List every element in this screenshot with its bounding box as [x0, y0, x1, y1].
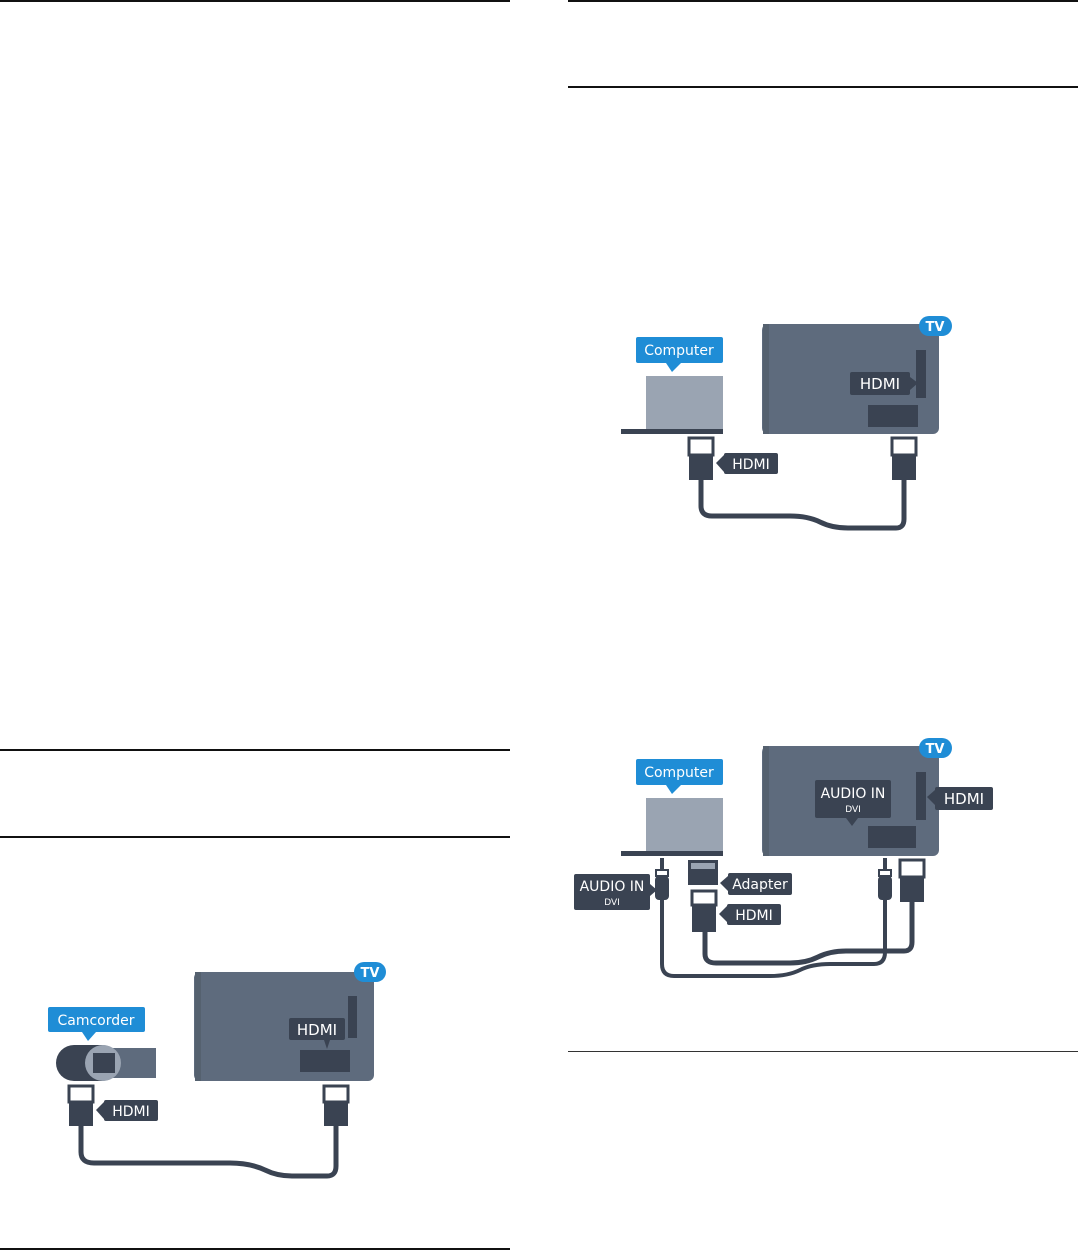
- cable-hdmi-label: HDMI: [96, 1100, 158, 1121]
- tv-badge-text: TV: [361, 966, 380, 981]
- hdmi-plug-icon: [67, 1084, 95, 1126]
- adapter-label: Adapter: [720, 873, 792, 895]
- tv-hdmi-label-text: HDMI: [297, 1021, 337, 1039]
- section-rule-left-1: [0, 749, 510, 751]
- hdmi-cable: [702, 899, 915, 966]
- camcorder-callout-text: Camcorder: [57, 1013, 134, 1029]
- cable-hdmi-label: HDMI: [716, 453, 778, 474]
- pc-audio-in-text: AUDIO IN: [580, 879, 645, 895]
- tv-icon: [194, 972, 374, 1081]
- pc-audio-in-sub: DVI: [604, 898, 620, 908]
- tv-badge-text: TV: [926, 320, 945, 335]
- tv-hdmi-label: HDMI: [850, 372, 918, 395]
- tv-audio-in-sub: DVI: [845, 805, 861, 815]
- section-rule-top-right: [568, 0, 1078, 2]
- audio-jack-icon: [655, 858, 669, 900]
- cable-hdmi-label-text: HDMI: [112, 1104, 150, 1120]
- audio-cable: [660, 896, 887, 978]
- tv-hdmi-label-text: HDMI: [860, 375, 900, 393]
- cable-hdmi-label: HDMI: [719, 904, 781, 925]
- hdmi-plug-icon: [690, 889, 718, 932]
- section-rule-left-2: [0, 836, 510, 838]
- tv-badge: TV: [919, 738, 952, 758]
- hdmi-plug-icon: [322, 1084, 350, 1126]
- pc-audio-in-label: AUDIO IN DVI: [574, 874, 657, 910]
- computer-callout-text: Computer: [644, 765, 714, 781]
- tv-badge: TV: [919, 316, 952, 336]
- computer-hdmi-diagram: TV HDMI Computer HDMI: [621, 316, 952, 531]
- hdmi-plug-icon: [898, 858, 926, 902]
- tv-audio-in-text: AUDIO IN: [821, 786, 886, 802]
- tv-hdmi-label-text: HDMI: [944, 790, 984, 808]
- camcorder-icon: [56, 1045, 156, 1081]
- adapter-label-text: Adapter: [732, 877, 788, 893]
- tv-hdmi-label: HDMI: [927, 787, 993, 810]
- laptop-icon: [621, 376, 723, 434]
- hdmi-cable: [78, 1123, 339, 1179]
- tv-badge-text: TV: [926, 742, 945, 757]
- camcorder-hdmi-diagram: TV HDMI Camcorder HDMI: [48, 962, 386, 1179]
- hdmi-plug-icon: [687, 436, 715, 480]
- computer-dvi-diagram: TV AUDIO IN DVI HDMI Computer: [574, 738, 993, 978]
- computer-callout: Computer: [636, 759, 723, 794]
- tv-badge: TV: [354, 962, 386, 982]
- computer-callout-text: Computer: [644, 343, 714, 359]
- cable-hdmi-label-text: HDMI: [732, 457, 770, 473]
- cable-hdmi-label-text: HDMI: [735, 908, 773, 924]
- computer-callout: Computer: [636, 337, 723, 372]
- laptop-icon: [621, 798, 723, 856]
- tv-hdmi-label: HDMI: [289, 1018, 345, 1049]
- section-rule-right-1: [568, 86, 1078, 88]
- tv-audio-in-label: AUDIO IN DVI: [815, 780, 891, 826]
- hdmi-cable: [698, 477, 907, 531]
- dvi-adapter-icon: [688, 860, 718, 885]
- hdmi-plug-icon: [890, 436, 918, 480]
- section-rule-left-bottom: [0, 1248, 510, 1250]
- section-rule-right-2: [568, 1051, 1078, 1052]
- section-rule-top-left: [0, 0, 510, 2]
- audio-jack-icon: [878, 858, 892, 900]
- camcorder-callout: Camcorder: [48, 1007, 145, 1041]
